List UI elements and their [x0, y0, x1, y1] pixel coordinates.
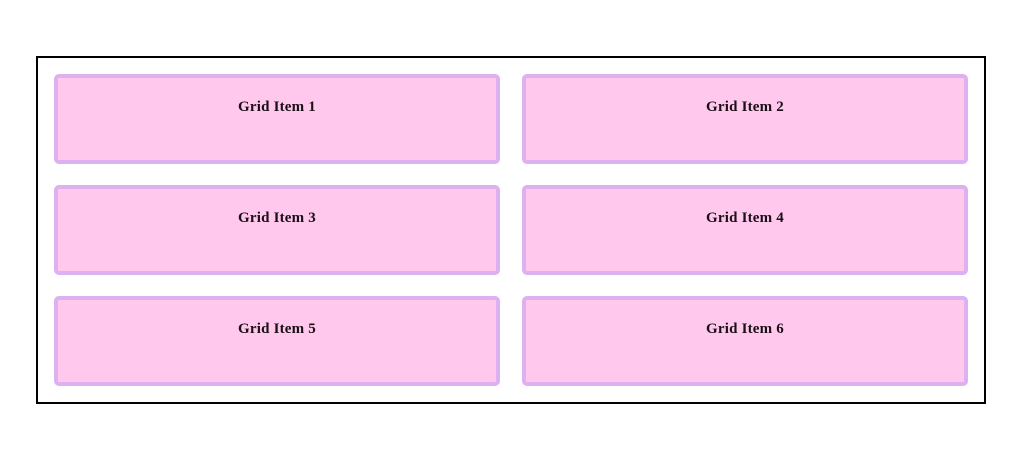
- grid-item-5[interactable]: Grid Item 5: [54, 296, 500, 386]
- grid-item-label: Grid Item 3: [237, 210, 317, 226]
- grid-item-6[interactable]: Grid Item 6: [522, 296, 968, 386]
- grid-item-label: Grid Item 2: [705, 99, 785, 115]
- grid-container: Grid Item 1 Grid Item 2 Grid Item 3 Grid…: [36, 56, 986, 404]
- grid-item-label: Grid Item 1: [237, 99, 317, 115]
- grid-item-label: Grid Item 6: [705, 321, 785, 337]
- grid-item-1[interactable]: Grid Item 1: [54, 74, 500, 164]
- grid-item-label: Grid Item 4: [705, 210, 785, 226]
- grid-item-2[interactable]: Grid Item 2: [522, 74, 968, 164]
- grid-item-3[interactable]: Grid Item 3: [54, 185, 500, 275]
- grid-item-label: Grid Item 5: [237, 321, 317, 337]
- grid-item-4[interactable]: Grid Item 4: [522, 185, 968, 275]
